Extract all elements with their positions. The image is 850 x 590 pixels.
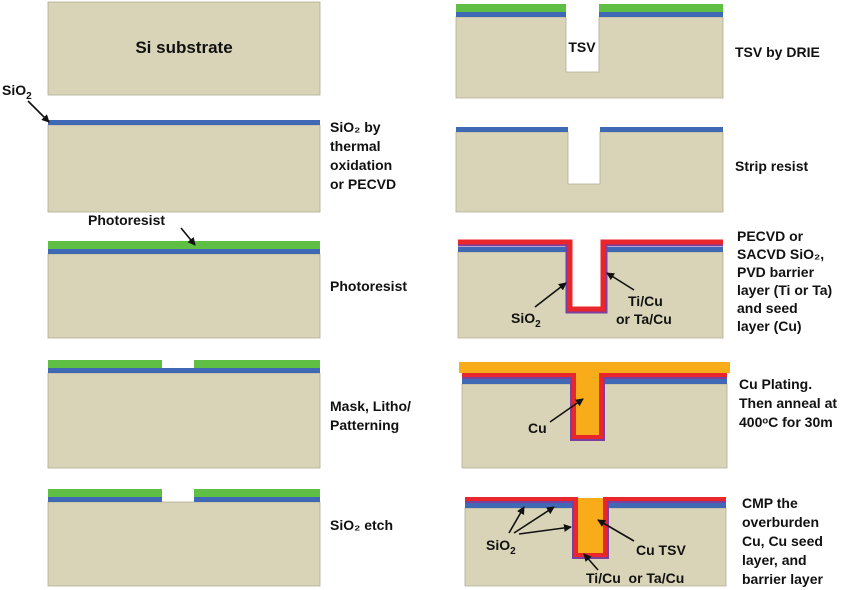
oxide-layer-right: [599, 12, 723, 17]
barrier-label: Ti/Cu or Ta/Cu: [586, 570, 684, 586]
cu-arrow: [549, 398, 584, 423]
photoresist-layer: [48, 241, 320, 249]
sio2-label: SiO2: [511, 310, 541, 330]
si-substrate-label: Si substrate: [135, 38, 232, 57]
photoresist-callout-arrow: [180, 227, 196, 246]
si-substrate: [47, 501, 321, 587]
cu-label: Cu: [528, 420, 547, 436]
sio2-arrow-3: [518, 523, 572, 535]
si-substrate: [455, 131, 724, 213]
oxide-layer: [48, 120, 320, 125]
step-liner-barrier-seed: SiO2 Ti/Cu or Ta/Cu: [457, 239, 724, 339]
step-photoresist: Photoresist: [47, 212, 321, 339]
oxide-layer-left: [462, 379, 572, 384]
si-substrate: [457, 251, 724, 339]
photoresist-layer-right: [599, 4, 723, 12]
sio2-callout-label: SiO2: [2, 82, 32, 102]
caption-photoresist: Photoresist: [330, 278, 408, 294]
cu-tsv-label: Cu TSV: [636, 542, 686, 558]
step-oxide-etch: [47, 489, 321, 587]
liner-layer: [458, 244, 723, 314]
step-cu-plating: Cu: [459, 362, 730, 469]
tsv-label: TSV: [568, 39, 596, 55]
barrier-label-line1: Ti/Cu: [628, 293, 663, 309]
barrier-arrow: [583, 553, 599, 571]
photoresist-callout-label: Photoresist: [88, 212, 165, 228]
caption-cu-plating: Cu Plating.Then anneal at 400ᵒC for 30m: [739, 376, 838, 430]
si-substrate: [47, 253, 321, 339]
caption-tsv-drie: TSV by DRIE: [735, 44, 820, 60]
cu-tsv-arrow: [597, 519, 635, 542]
oxide-layer-right: [600, 127, 723, 132]
photoresist-layer-left: [456, 4, 566, 12]
photoresist-layer-right: [194, 489, 320, 497]
barrier-seed-layer: [462, 373, 727, 439]
oxide-layer: [48, 249, 320, 254]
barrier-label-line2: or Ta/Cu: [616, 311, 672, 327]
step-patterning: [47, 360, 321, 469]
copper-tsv: [578, 498, 603, 554]
copper-fill: [459, 362, 730, 435]
sio2-arrow: [534, 282, 567, 308]
oxide-layer-right: [605, 247, 723, 252]
oxide-layer-right: [603, 379, 727, 384]
liner-layer: [462, 377, 727, 441]
step-si-substrate: Si substrate: [47, 1, 321, 96]
si-substrate: [47, 1, 321, 96]
step-strip-resist: [455, 127, 724, 213]
si-substrate: [47, 124, 321, 213]
si-substrate: [455, 16, 724, 99]
oxide-layer-left: [458, 247, 568, 252]
sio2-label: SiO2: [486, 537, 516, 557]
sio2-arrow-1: [508, 506, 525, 534]
sio2-callout-arrow: [27, 100, 50, 123]
oxide-layer: [48, 368, 320, 373]
photoresist-layer-left: [48, 489, 162, 497]
oxide-layer-left: [465, 503, 573, 508]
oxide-layer-left: [456, 12, 566, 17]
caption-oxide-etch: SiO₂ etch: [330, 517, 394, 533]
barrier-arrow: [606, 272, 635, 291]
oxide-layer-left: [48, 497, 162, 502]
oxide-layer-right: [194, 497, 320, 502]
photoresist-layer-right: [194, 360, 320, 368]
sio2-arrow-2: [513, 506, 555, 534]
barrier-seed-layer: [458, 239, 723, 312]
oxide-layer-right: [608, 503, 726, 508]
caption-patterning: Mask, Litho/Patterning: [330, 398, 411, 433]
step-cmp: SiO2 Cu TSV Ti/Cu or Ta/Cu: [464, 497, 727, 587]
si-substrate: [47, 372, 321, 469]
caption-strip-resist: Strip resist: [735, 158, 809, 174]
step-oxidation: SiO2: [2, 82, 321, 213]
photoresist-layer-left: [48, 360, 162, 368]
step-tsv-drie: TSV: [455, 4, 724, 99]
oxide-layer-left: [456, 127, 568, 132]
